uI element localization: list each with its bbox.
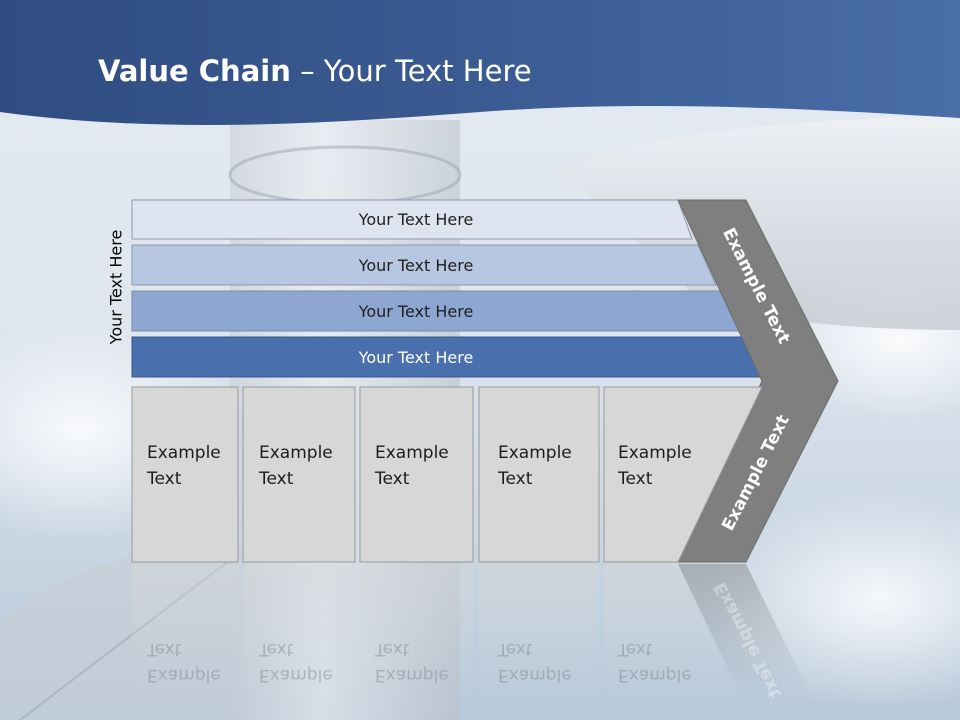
title-bold: Value Chain <box>98 54 291 88</box>
reflection-line1: Example <box>498 665 572 685</box>
cell-text-1: Example Text <box>147 440 221 492</box>
cell-line1: Example <box>618 443 692 463</box>
row-label-4: Your Text Here <box>358 347 474 367</box>
cell-box-3 <box>359 386 474 563</box>
cell-reflection-5: Example Text <box>618 636 692 688</box>
title-rest: – Your Text Here <box>300 54 532 88</box>
reflection-line1: Example <box>375 665 449 685</box>
cell-line2: Text <box>375 469 410 489</box>
row-label-2: Your Text Here <box>358 255 474 275</box>
cell-line1: Example <box>147 443 221 463</box>
reflection-line2: Text <box>259 639 294 659</box>
cell-box-2 <box>242 386 356 563</box>
reflection-line2: Text <box>147 639 182 659</box>
header-band <box>0 0 960 126</box>
cell-box-1 <box>131 386 239 563</box>
cell-reflection-2: Example Text <box>259 636 333 688</box>
cell-text-4: Example Text <box>498 440 572 492</box>
cell-line1: Example <box>259 443 333 463</box>
cell-line1: Example <box>498 443 572 463</box>
cell-box-5 <box>603 386 763 563</box>
cell-line1: Example <box>375 443 449 463</box>
cell-text-2: Example Text <box>259 440 333 492</box>
row-label-1: Your Text Here <box>358 210 474 229</box>
reflection-line2: Text <box>498 639 533 659</box>
cell-reflection-3: Example Text <box>375 636 449 688</box>
cell-reflection-4: Example Text <box>498 636 572 688</box>
cell-reflection-1: Example Text <box>147 636 221 688</box>
slide-title: Value Chain – Your Text Here <box>98 54 532 88</box>
cell-text-3: Example Text <box>375 440 449 492</box>
cell-line2: Text <box>147 469 182 489</box>
row-bar-1 <box>131 199 693 240</box>
reflection-line2: Text <box>375 639 410 659</box>
cell-text-5: Example Text <box>618 440 692 492</box>
cell-line2: Text <box>498 469 533 489</box>
chevron-shape <box>677 199 839 563</box>
cell-line2: Text <box>259 469 294 489</box>
reflection-line1: Example <box>259 665 333 685</box>
reflection-line1: Example <box>147 665 221 685</box>
cell-line2: Text <box>618 469 653 489</box>
row-label-3: Your Text Here <box>358 301 474 321</box>
side-label: Your Text Here <box>106 229 126 345</box>
reflection-line2: Text <box>618 639 653 659</box>
row-bar-2 <box>131 244 717 286</box>
cell-box-4 <box>478 386 600 563</box>
reflection-line1: Example <box>618 665 692 685</box>
